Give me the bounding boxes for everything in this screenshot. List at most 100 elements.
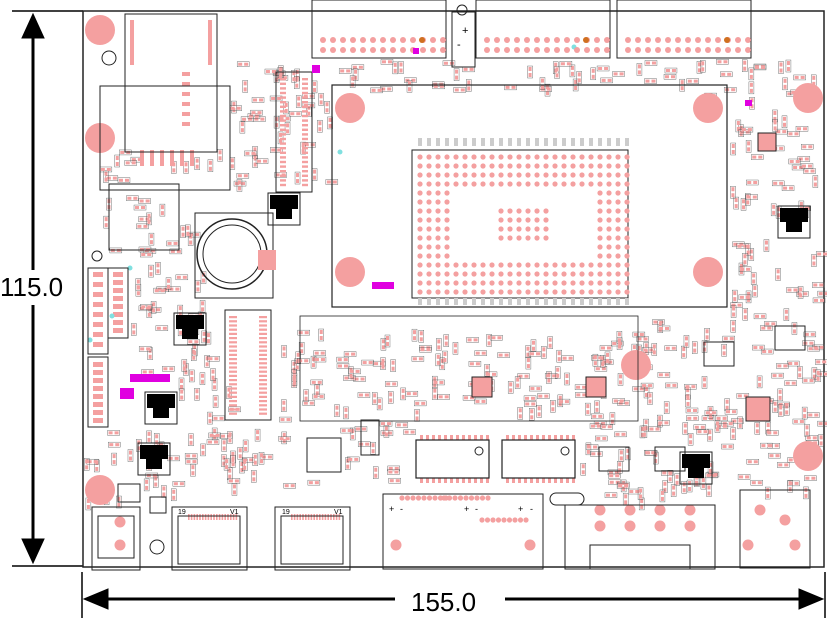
smd-pad bbox=[546, 374, 551, 378]
smd-outline bbox=[414, 400, 427, 407]
bga-ball bbox=[606, 271, 612, 277]
smd-pad bbox=[444, 335, 448, 340]
smd-pad bbox=[546, 91, 550, 96]
smd-pad bbox=[773, 110, 777, 115]
smd-outline bbox=[281, 345, 287, 358]
smd-outline bbox=[807, 345, 820, 352]
smd-outline bbox=[373, 466, 379, 479]
smd-pad bbox=[751, 481, 756, 485]
pin-pad bbox=[490, 298, 494, 305]
accent-pad bbox=[127, 265, 133, 271]
ic-pin bbox=[572, 435, 575, 440]
through-hole-pad bbox=[485, 495, 491, 501]
connector-pin bbox=[93, 292, 103, 297]
smd-outline bbox=[742, 308, 748, 321]
connector-pin bbox=[280, 183, 286, 187]
smd-pad bbox=[412, 330, 416, 335]
smd-pad bbox=[570, 71, 574, 76]
connector-pin bbox=[296, 514, 299, 520]
smd-pad bbox=[208, 357, 213, 361]
smd-pad bbox=[374, 467, 378, 472]
bga-ball bbox=[624, 289, 630, 295]
smd-outline bbox=[663, 401, 670, 414]
smd-pad bbox=[777, 213, 781, 218]
smd-pad bbox=[703, 416, 708, 420]
smd-pad bbox=[662, 471, 667, 475]
smd-pad bbox=[399, 68, 403, 73]
smd-pad bbox=[137, 446, 141, 451]
mounting-holes bbox=[85, 15, 823, 505]
smd-pad bbox=[775, 454, 780, 458]
smd-outline bbox=[614, 431, 627, 438]
connector-pin bbox=[259, 370, 267, 373]
ic-pin bbox=[420, 435, 423, 440]
smd-pad bbox=[407, 87, 411, 92]
smd-pad bbox=[723, 337, 728, 341]
smd-pad bbox=[687, 416, 692, 420]
smd-pad bbox=[649, 427, 654, 431]
smd-pad bbox=[190, 370, 194, 375]
connector-pin bbox=[280, 96, 286, 99]
bga-ball bbox=[615, 235, 621, 241]
smd-outline bbox=[175, 274, 189, 281]
smd-outline bbox=[124, 160, 137, 166]
smd-pad bbox=[184, 370, 188, 375]
bga-ball bbox=[552, 262, 558, 268]
smd-outline bbox=[788, 158, 801, 165]
ic-pin bbox=[524, 435, 527, 440]
smd-pad bbox=[739, 131, 743, 136]
through-hole-pad bbox=[754, 504, 766, 516]
smd-pad bbox=[787, 92, 792, 96]
smd-pad bbox=[433, 383, 437, 388]
smd-outline bbox=[651, 343, 658, 356]
smd-pad bbox=[297, 102, 301, 107]
smd-pad bbox=[243, 465, 247, 470]
smd-pad bbox=[755, 423, 759, 428]
smd-pad bbox=[298, 331, 303, 335]
smd-outline bbox=[200, 443, 206, 457]
smd-pad bbox=[253, 460, 257, 465]
smd-outline bbox=[484, 364, 490, 377]
bga-ball bbox=[507, 289, 513, 295]
card-pad bbox=[182, 92, 190, 96]
smd-pad bbox=[601, 425, 606, 429]
connector-pin bbox=[232, 514, 235, 520]
smd-pad bbox=[816, 360, 821, 364]
lower-ics bbox=[108, 71, 806, 479]
smd-pad bbox=[387, 431, 392, 435]
smd-pad bbox=[619, 450, 623, 455]
smd-pad bbox=[412, 336, 416, 341]
smd-pad bbox=[292, 376, 296, 381]
header-pin bbox=[494, 37, 500, 43]
bga-ball bbox=[579, 262, 585, 268]
smd-pad bbox=[141, 253, 146, 257]
bga-ball bbox=[606, 226, 612, 232]
smd-outline bbox=[585, 402, 591, 416]
smd-pad bbox=[188, 340, 193, 344]
ic-pin bbox=[512, 478, 515, 483]
smd-pad bbox=[237, 180, 241, 185]
smd-pad bbox=[202, 278, 206, 283]
connector-pin bbox=[93, 332, 103, 337]
smd-outline bbox=[242, 439, 249, 453]
smd-pad bbox=[786, 61, 790, 66]
smd-pad bbox=[683, 423, 687, 428]
header-pin bbox=[695, 47, 701, 53]
connector-pin bbox=[280, 124, 286, 127]
smd-pad bbox=[384, 432, 388, 437]
bga-ball bbox=[543, 154, 549, 160]
smd-pad bbox=[437, 339, 441, 344]
pin-pad bbox=[544, 138, 548, 146]
smd-pad bbox=[426, 348, 431, 352]
smd-pad bbox=[812, 368, 816, 373]
bga-ball bbox=[624, 235, 630, 241]
bga-ball bbox=[525, 262, 531, 268]
header-pin bbox=[554, 47, 560, 53]
smd-pad bbox=[326, 180, 331, 184]
bga-ball bbox=[435, 253, 441, 259]
connector-pin bbox=[302, 165, 308, 168]
smd-outline bbox=[715, 423, 729, 429]
smd-pad bbox=[716, 416, 721, 420]
pin-pad bbox=[517, 138, 521, 146]
smd-pad bbox=[624, 500, 628, 505]
